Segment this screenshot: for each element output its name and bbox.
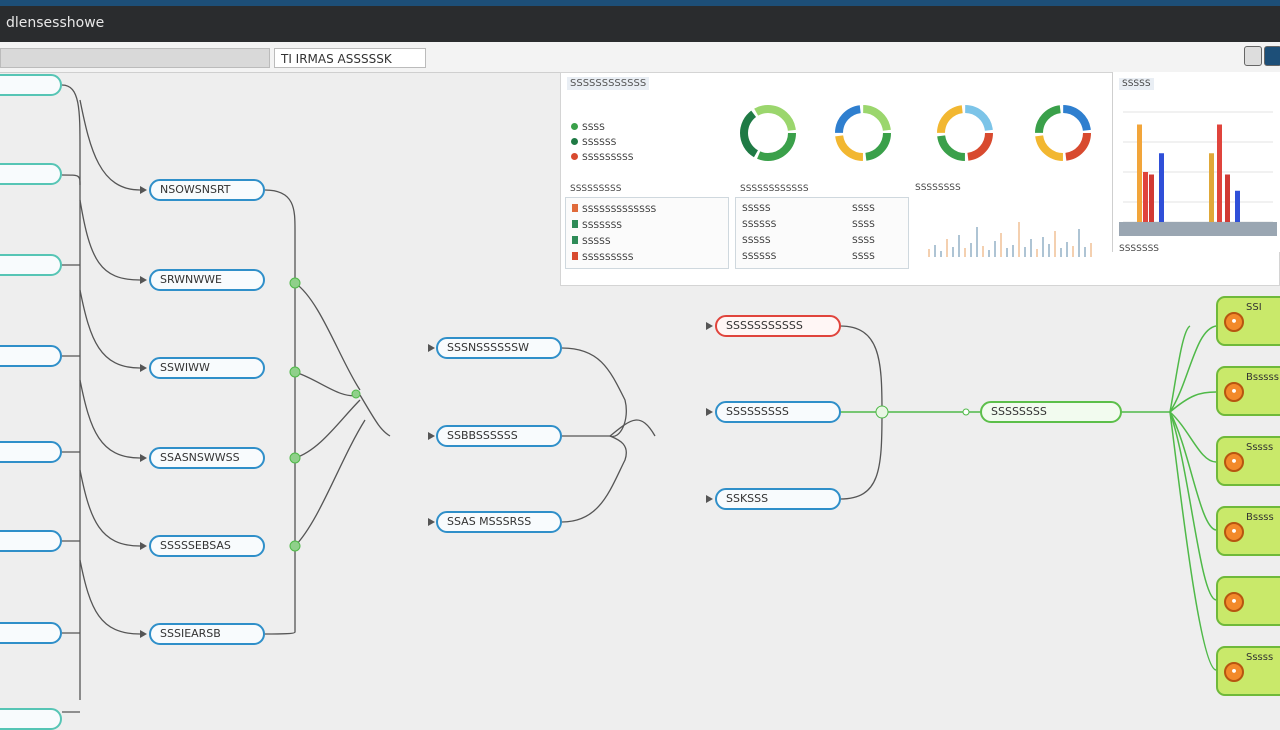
sparkline-panel-title: SSSSSSSS <box>915 183 961 193</box>
donut-segment <box>740 105 796 161</box>
list-panel-title: SSSSSSSSS <box>570 184 622 194</box>
bar-G <box>1225 174 1230 222</box>
table-panel: SSSSSSSSSSSS SSSSS SSSS SSSSSS SSSS SSSS… <box>735 184 909 269</box>
orange-status-icon: • <box>1224 382 1244 402</box>
card-title: Sssss <box>1246 652 1274 663</box>
tab-first[interactable] <box>0 48 270 68</box>
bar-chart-legend: SSSSSSS <box>1119 244 1159 254</box>
output-card[interactable]: • SSI <box>1216 296 1280 346</box>
table-cell: SSSS <box>852 252 875 262</box>
table-panel-title: SSSSSSSSSSSS <box>740 184 809 194</box>
bar-A <box>1137 124 1142 222</box>
card-title: Bssss <box>1246 512 1274 523</box>
left-node[interactable] <box>0 74 62 96</box>
output-card[interactable]: • <box>1216 576 1280 626</box>
bar-chart-title: SSSSS <box>1119 78 1154 90</box>
flow-node[interactable]: SSSSSEBSAS <box>149 535 265 557</box>
output-card[interactable]: • Bssss <box>1216 506 1280 556</box>
donut-charts <box>740 105 1091 161</box>
window-title: dlensesshowe <box>6 15 105 31</box>
flow-node[interactable]: SSASNSWWSS <box>149 447 265 469</box>
bar-chart <box>1119 111 1277 236</box>
flow-node-error[interactable]: SSSSSSSSSSS <box>715 315 841 337</box>
donut-segment <box>937 105 993 161</box>
left-node[interactable] <box>0 345 62 367</box>
legend-dot-icon <box>571 123 578 130</box>
donut-segment <box>1035 105 1091 161</box>
legend-item: SSSSSS <box>571 138 616 148</box>
table-cell: SSSSSS <box>742 220 777 230</box>
left-node[interactable] <box>0 708 62 730</box>
flow-node[interactable]: SSSIEARSB <box>149 623 265 645</box>
card-title: Sssss <box>1246 442 1274 453</box>
bar-D <box>1159 153 1164 222</box>
output-card[interactable]: • Sssss <box>1216 436 1280 486</box>
orange-status-icon: • <box>1224 522 1244 542</box>
card-title: SSI <box>1246 302 1262 313</box>
table-cell: SSSSSS <box>742 252 777 262</box>
bar-chart-panel: SSSSS SSSSSSS <box>1112 72 1280 254</box>
top-accent-stripe <box>0 0 1280 6</box>
window-control-icon[interactable] <box>1264 46 1280 66</box>
flow-node[interactable]: SSSNSSSSSSW <box>436 337 562 359</box>
list-row[interactable]: SSSSSSSSSSSSS <box>572 204 656 215</box>
bar-F <box>1217 124 1222 222</box>
left-node[interactable] <box>0 441 62 463</box>
left-node[interactable] <box>0 163 62 185</box>
card-title: Bsssss <box>1246 372 1279 383</box>
table-cell: SSSS <box>852 236 875 246</box>
list-row[interactable]: SSSSSSS <box>572 220 622 231</box>
donut-segment <box>740 105 796 161</box>
flow-node[interactable]: SSWIWW <box>149 357 265 379</box>
table-cell: SSSS <box>852 204 875 214</box>
donut-segment <box>835 105 891 161</box>
title-bar: dlensesshowe <box>0 6 1280 42</box>
legend-item: SSSS <box>571 123 605 133</box>
sparkline-panel: SSSSSSSS <box>915 183 1105 269</box>
output-card[interactable]: • Bsssss <box>1216 366 1280 416</box>
list-row[interactable]: SSSSS <box>572 236 611 247</box>
table-cell: SSSSS <box>742 204 771 214</box>
orange-status-icon: • <box>1224 312 1244 332</box>
legend-item: SSSSSSSSS <box>571 153 633 163</box>
left-node[interactable] <box>0 622 62 644</box>
flow-node[interactable]: SRWNWWE <box>149 269 265 291</box>
orange-status-icon: • <box>1224 662 1244 682</box>
bar-chart-axis-band <box>1119 222 1277 236</box>
list-panel: SSSSSSSSS SSSSSSSSSSSSS SSSSSSS SSSSS SS… <box>565 184 729 269</box>
dashboard-title: SSSSSSSSSSSS <box>567 77 650 90</box>
window-control-icon[interactable] <box>1244 46 1262 66</box>
sparkline-chart <box>928 222 1092 257</box>
bar-C <box>1149 174 1154 222</box>
flow-node[interactable]: SSBBSSSSSS <box>436 425 562 447</box>
orange-status-icon: • <box>1224 452 1244 472</box>
table-cell: SSSS <box>852 220 875 230</box>
output-card[interactable]: • Sssss <box>1216 646 1280 696</box>
left-node[interactable] <box>0 530 62 552</box>
tab-second[interactable]: TI IRMAS ASSSSSK <box>274 48 426 68</box>
hub-node[interactable]: SSSSSSSS <box>980 401 1122 423</box>
flow-node[interactable]: SSKSSS <box>715 488 841 510</box>
orange-status-icon: • <box>1224 592 1244 612</box>
table-cell: SSSSS <box>742 236 771 246</box>
flow-node[interactable]: SSSSSSSSS <box>715 401 841 423</box>
left-node[interactable] <box>0 254 62 276</box>
tab-bar: TI IRMAS ASSSSSK <box>0 42 1280 73</box>
flow-node[interactable]: SSAS MSSSRSS <box>436 511 562 533</box>
flow-node[interactable]: NSOWSNSRT <box>149 179 265 201</box>
donut-segment <box>740 105 796 161</box>
list-row[interactable]: SSSSSSSSS <box>572 252 633 263</box>
bar-E <box>1209 153 1214 222</box>
bar-B <box>1143 172 1148 222</box>
legend-dot-icon <box>571 153 578 160</box>
legend-dot-icon <box>571 138 578 145</box>
bar-H <box>1235 190 1240 222</box>
